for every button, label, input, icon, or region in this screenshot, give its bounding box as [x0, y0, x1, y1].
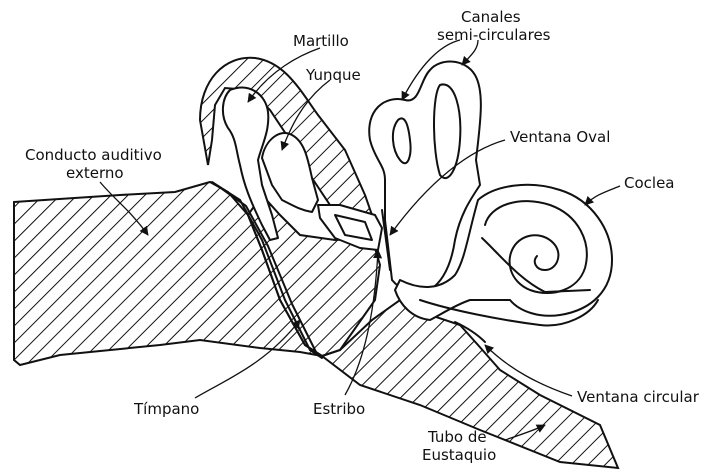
label-conducto-line1: Conducto auditivo	[25, 146, 162, 164]
label-conducto-line2: externo	[66, 164, 124, 182]
label-tubo-line1: Tubo de	[427, 428, 487, 446]
label-canales-line1: Canales	[461, 8, 521, 26]
label-yunque: Yunque	[305, 66, 361, 84]
leader-coclea	[585, 186, 620, 205]
label-coclea: Coclea	[624, 174, 675, 192]
label-estribo: Estribo	[313, 400, 365, 418]
label-ventana-circular: Ventana circular	[577, 388, 700, 406]
label-timpano: Tímpano	[133, 400, 199, 418]
semicircular-canal-inner-2	[434, 84, 460, 178]
label-ventana-oval: Ventana Oval	[510, 128, 610, 146]
label-tubo-line2: Eustaquio	[422, 446, 496, 464]
label-martillo: Martillo	[293, 32, 349, 50]
label-canales-line2: semi-circulares	[437, 26, 551, 44]
